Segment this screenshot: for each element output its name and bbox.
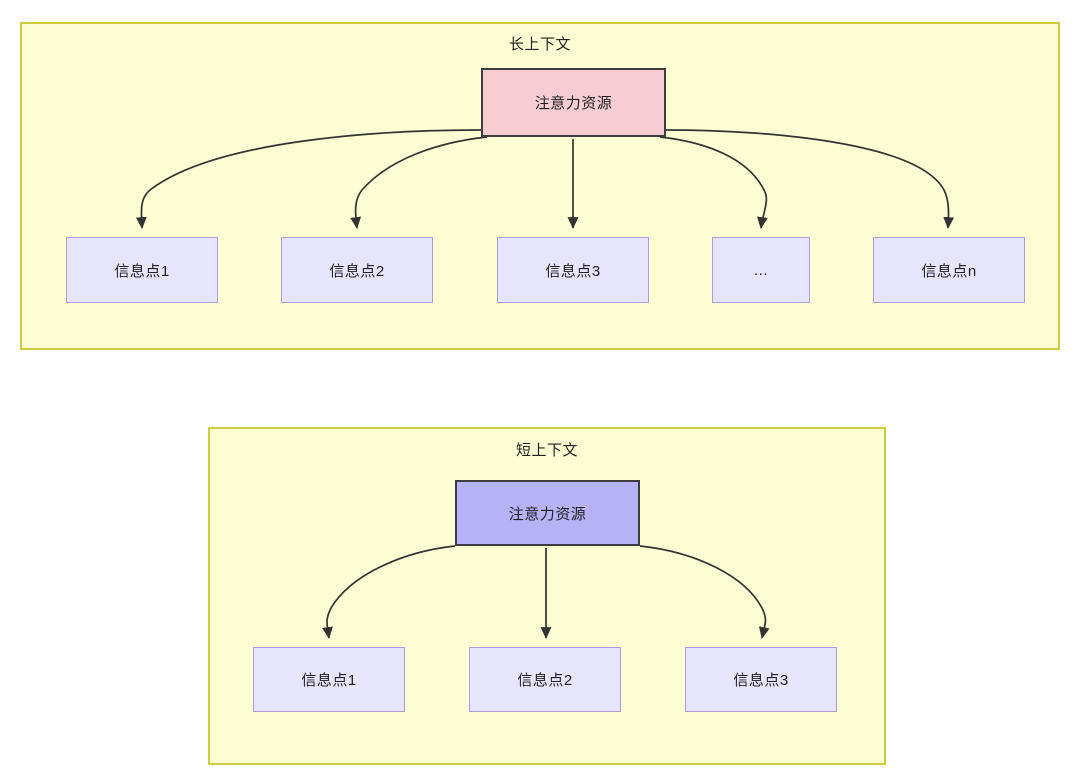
node-info-point-2-short[interactable]: 信息点2 <box>469 647 621 712</box>
node-label: 信息点n <box>921 262 977 280</box>
edge-long-to-info-2 <box>350 136 488 230</box>
node-label: 信息点2 <box>329 262 385 280</box>
node-label: 信息点1 <box>301 672 357 689</box>
node-info-point-3-long[interactable]: 信息点3 <box>497 237 649 303</box>
edge-long-to-info-1 <box>135 129 482 230</box>
group-short-context-title: 短上下文 <box>515 442 578 459</box>
node-label: 注意力资源 <box>534 95 613 112</box>
node-label: 注意力资源 <box>508 505 587 523</box>
node-attention-resource-long[interactable]: 注意力资源 <box>481 68 666 137</box>
node-label: 信息点3 <box>545 262 601 280</box>
group-long-context-title: 长上下文 <box>508 36 571 53</box>
edge-long-to-info-dots <box>659 136 768 230</box>
edge-short-to-info-3 <box>639 545 770 639</box>
edge-long-to-info-n <box>665 129 955 230</box>
node-label: 信息点2 <box>517 672 573 689</box>
node-info-point-1-short[interactable]: 信息点1 <box>253 647 405 712</box>
node-info-point-1-long[interactable]: 信息点1 <box>66 237 218 303</box>
edge-short-to-info-1 <box>322 545 456 640</box>
node-label: 信息点3 <box>733 672 789 689</box>
node-info-point-2-long[interactable]: 信息点2 <box>281 237 433 303</box>
node-label: 信息点1 <box>114 262 170 280</box>
node-attention-resource-short[interactable]: 注意力资源 <box>455 480 640 546</box>
node-info-point-ellipsis-long[interactable]: ... <box>712 237 810 303</box>
node-label: ... <box>753 261 768 279</box>
node-info-point-3-short[interactable]: 信息点3 <box>685 647 837 712</box>
node-info-point-n-long[interactable]: 信息点n <box>873 237 1025 303</box>
